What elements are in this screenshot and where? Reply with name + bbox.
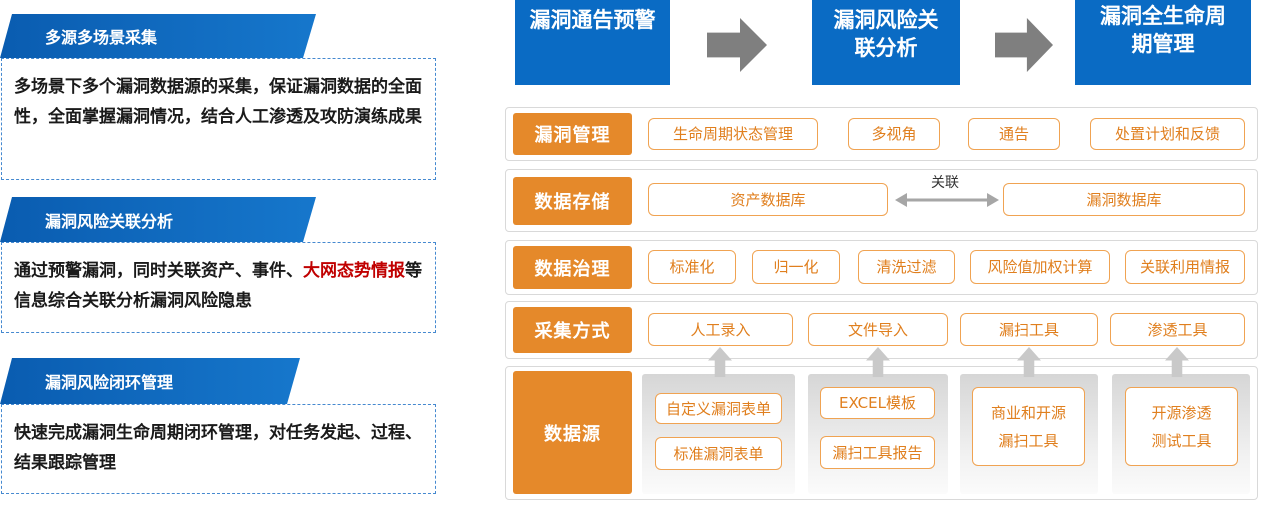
vuln-database: 漏洞数据库 <box>1003 183 1245 216</box>
section-desc-multi-source: 多场景下多个漏洞数据源的采集，保证漏洞数据的全面 性，全面掌握漏洞情况，结合人工… <box>1 58 436 180</box>
flow-step-label: 漏洞全生命周 <box>1100 4 1226 28</box>
desc-line: 通过预警漏洞，同时关联资产、事件、大网态势情报等 <box>14 256 435 286</box>
layer-label-management: 漏洞管理 <box>513 113 632 155</box>
flow-step-lifecycle: 漏洞全生命周 期管理 <box>1075 0 1251 85</box>
flow-step-label: 期管理 <box>1131 32 1195 56</box>
section-title-closed-loop: 漏洞风险闭环管理 <box>0 358 300 404</box>
source-panel <box>642 374 795 494</box>
source-item-label: 漏扫工具 <box>998 431 1059 450</box>
layer-label-governance: 数据治理 <box>513 246 632 289</box>
section-desc-closed-loop: 快速完成漏洞生命周期闭环管理，对任务发起、过程、 结果跟踪管理 <box>1 404 436 494</box>
desc-line: 性，全面掌握漏洞情况，结合人工渗透及攻防演练成果 <box>14 107 422 127</box>
layer-item: 多视角 <box>848 118 940 150</box>
source-item: 商业和开源 漏扫工具 <box>972 387 1085 466</box>
right-arrow-icon <box>707 18 767 72</box>
source-item-label: 标准漏洞表单 <box>673 444 764 463</box>
source-item-label: 开源渗透 <box>1151 403 1212 422</box>
flow-step-alert: 漏洞通告预警 <box>515 0 670 85</box>
section-desc-risk-correlation: 通过预警漏洞，同时关联资产、事件、大网态势情报等 信息综合关联分析漏洞风险隐患 <box>1 242 436 333</box>
flow-step-label: 联分析 <box>854 36 918 60</box>
layer-item: 渗透工具 <box>1110 313 1245 346</box>
desc-line: 快速完成漏洞生命周期闭环管理，对任务发起、过程、 <box>14 423 422 443</box>
flow-step-label: 漏洞通告预警 <box>529 8 656 32</box>
layer-label-sources: 数据源 <box>513 371 632 494</box>
source-item: 漏扫工具报告 <box>820 436 935 469</box>
layer-item: 人工录入 <box>648 313 793 346</box>
desc-line: 多场景下多个漏洞数据源的采集，保证漏洞数据的全面 <box>14 77 422 97</box>
layer-item: 处置计划和反馈 <box>1090 118 1245 150</box>
layer-item: 漏扫工具 <box>960 313 1098 346</box>
desc-text: 等 <box>405 261 422 281</box>
layer-item: 归一化 <box>752 250 840 284</box>
desc-line: 信息综合关联分析漏洞风险隐患 <box>14 291 252 311</box>
source-item-label: 漏扫工具报告 <box>832 443 923 462</box>
section-title-multi-source: 多源多场景采集 <box>0 14 316 58</box>
desc-text: 通过预警漏洞，同时关联资产、事件、 <box>14 261 303 281</box>
right-arrow-icon <box>995 18 1053 72</box>
layer-item: 文件导入 <box>808 313 948 346</box>
layer-item: 风险值加权计算 <box>970 250 1110 284</box>
highlight-text: 大网态势情报 <box>303 261 405 281</box>
source-item: 自定义漏洞表单 <box>655 393 782 424</box>
layer-item: 通告 <box>968 118 1060 150</box>
section-title-risk-correlation: 漏洞风险关联分析 <box>0 197 316 242</box>
source-item-label: 自定义漏洞表单 <box>665 399 771 418</box>
source-item-label: 商业和开源 <box>990 403 1066 422</box>
asset-database: 资产数据库 <box>648 183 888 216</box>
layer-item: 生命周期状态管理 <box>648 118 818 150</box>
source-item-label: EXCEL模板 <box>839 394 916 412</box>
layer-label-storage: 数据存储 <box>513 177 632 225</box>
bidirectional-arrow-icon <box>895 193 999 207</box>
desc-line: 结果跟踪管理 <box>14 453 116 473</box>
relation-label: 关联 <box>931 175 959 191</box>
source-item-label: 测试工具 <box>1151 431 1212 450</box>
layer-item: 清洗过滤 <box>858 250 955 284</box>
source-item: EXCEL模板 <box>820 387 935 419</box>
source-item: 标准漏洞表单 <box>655 437 782 470</box>
layer-item: 标准化 <box>648 250 736 284</box>
flow-step-label: 漏洞风险关 <box>833 8 939 32</box>
flow-step-correlation: 漏洞风险关 联分析 <box>812 0 960 85</box>
layer-label-collection: 采集方式 <box>513 307 632 353</box>
source-item: 开源渗透 测试工具 <box>1125 387 1238 466</box>
layer-item: 关联利用情报 <box>1125 250 1245 284</box>
